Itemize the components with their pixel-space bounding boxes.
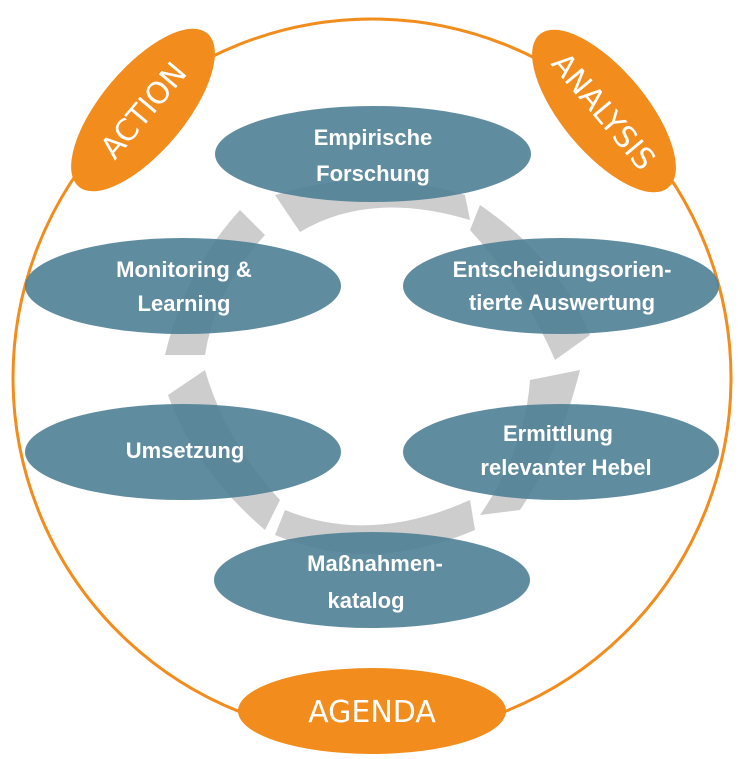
phase-ellipse bbox=[532, 29, 676, 193]
node-monitoring-learning: Monitoring & Learning bbox=[25, 238, 341, 334]
node-label-line1: Ermittlung bbox=[503, 421, 613, 446]
node-ellipse bbox=[215, 106, 531, 202]
node-ellipse bbox=[214, 532, 530, 628]
phase-ellipse bbox=[238, 668, 506, 754]
node-ellipse bbox=[25, 404, 341, 500]
phase-action: ACTION bbox=[71, 28, 215, 192]
node-ellipse bbox=[403, 404, 719, 500]
node-label-line1: Maßnahmen- bbox=[307, 551, 443, 576]
node-label-line2: Forschung bbox=[316, 161, 430, 186]
node-empirische-forschung: Empirische Forschung bbox=[215, 106, 531, 202]
node-label-line2: Learning bbox=[138, 291, 231, 316]
node-entscheidungsorientierte-auswertung: Entscheidungsorien- tierte Auswertung bbox=[403, 238, 719, 334]
phase-label-agenda: AGENDA bbox=[308, 695, 436, 730]
node-label-line2: katalog bbox=[327, 588, 404, 613]
node-umsetzung: Umsetzung bbox=[25, 404, 341, 500]
node-massnahmenkatalog: Maßnahmen- katalog bbox=[214, 532, 530, 628]
node-ellipse bbox=[25, 238, 341, 334]
node-label-line1: Empirische bbox=[314, 125, 433, 150]
node-label-line1: Entscheidungsorien- bbox=[453, 257, 672, 282]
node-label-line1: Monitoring & bbox=[116, 257, 252, 282]
phase-analysis: ANALYSIS bbox=[532, 29, 676, 193]
node-ermittlung-relevanter-hebel: Ermittlung relevanter Hebel bbox=[403, 404, 719, 500]
phase-ellipse bbox=[71, 28, 215, 192]
phase-agenda: AGENDA bbox=[238, 668, 506, 754]
node-label-line2: relevanter Hebel bbox=[480, 455, 651, 480]
node-label-line1: Umsetzung bbox=[126, 438, 245, 463]
node-label-line2: tierte Auswertung bbox=[469, 290, 655, 315]
node-ellipse bbox=[403, 238, 719, 334]
